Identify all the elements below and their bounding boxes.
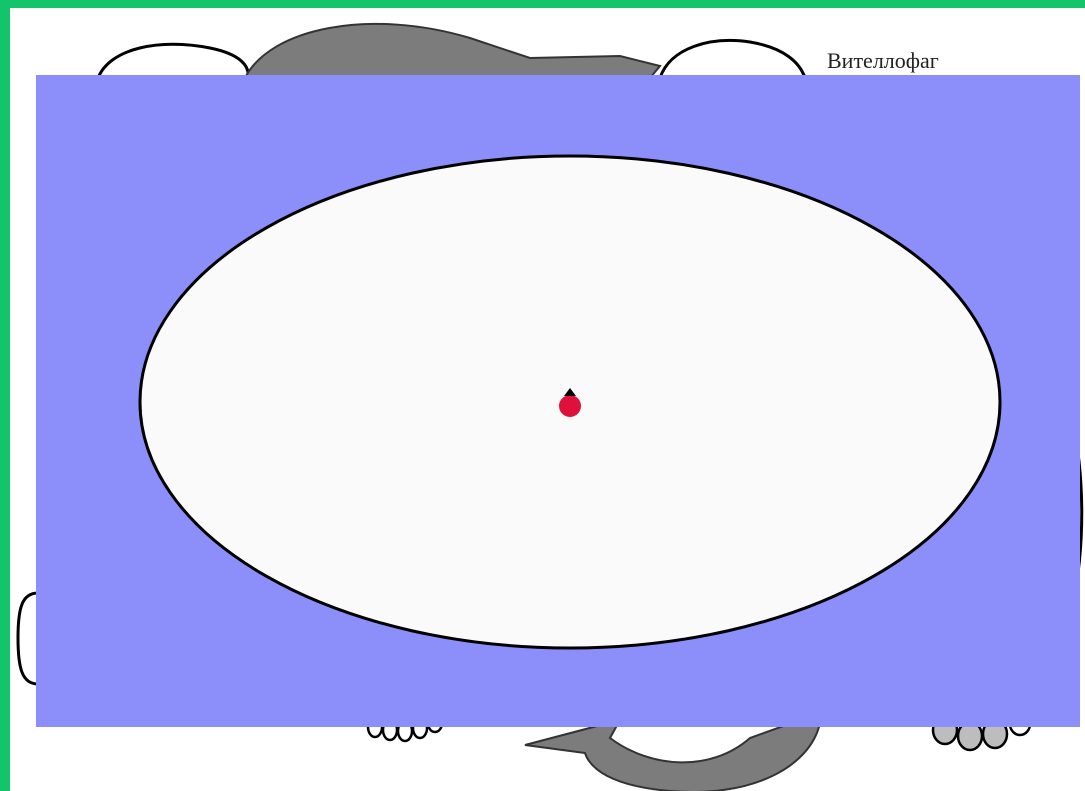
slide: Вителлофаг ы (10, 8, 1085, 791)
label-vitellophag: Вителлофаг (827, 48, 939, 74)
top-right-cell-outline (660, 41, 805, 79)
left-bracket-shape (18, 593, 38, 684)
bottom-curved-arrow (525, 720, 820, 791)
egg-illustration (36, 75, 1080, 727)
top-left-cell-outline (98, 44, 248, 78)
top-curved-arrow (245, 24, 660, 78)
egg-overlay-panel (36, 75, 1080, 727)
nucleus-dot (559, 395, 581, 417)
